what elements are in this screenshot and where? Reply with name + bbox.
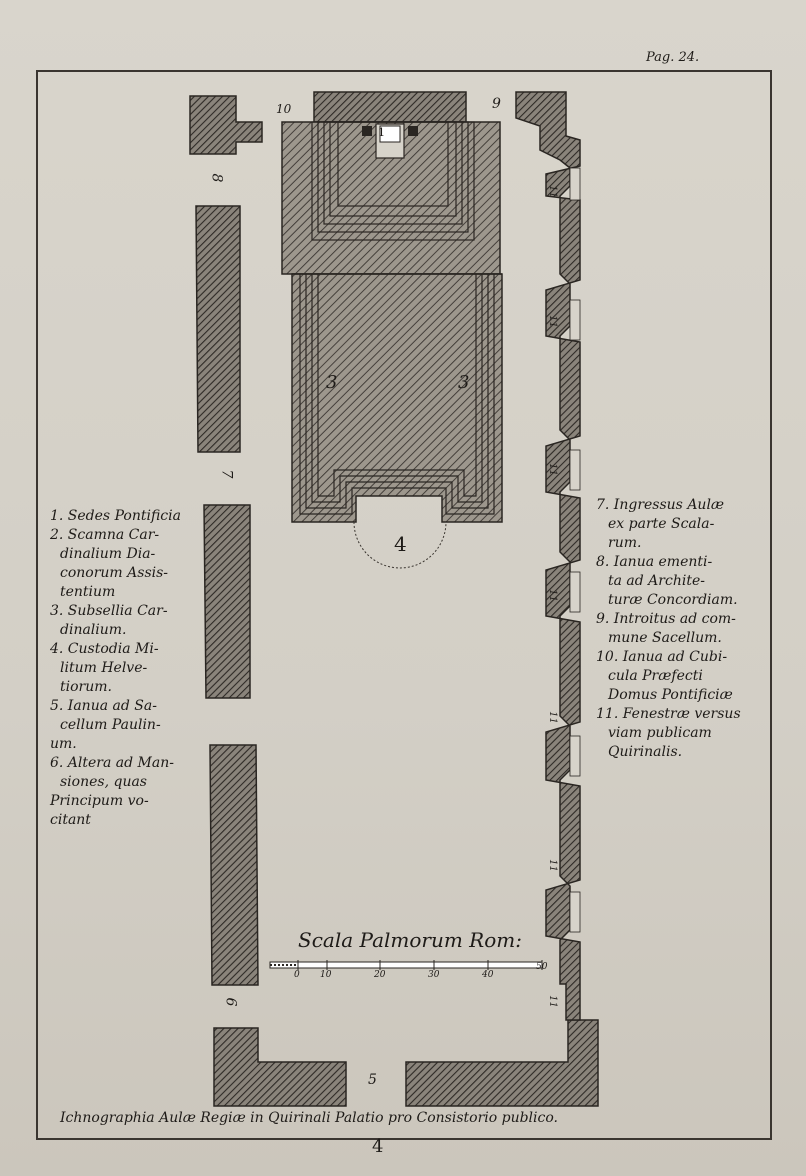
legend-left-line: conorum Assis- (60, 565, 169, 581)
plan-label-3a: 3 (326, 372, 338, 393)
legend-right-line: mune Sacellum. (608, 630, 722, 646)
plan-label-7: 7 (218, 469, 235, 479)
plan-label-5: 5 (368, 1072, 377, 1088)
plan-label-9: 9 (492, 96, 501, 112)
plan-label-1: 1 (378, 126, 385, 139)
window-1 (569, 167, 581, 201)
scale-title: Scala Palmorum Rom: (298, 928, 522, 952)
window-2 (569, 299, 581, 341)
legend-right-line: 11. Fenestræ versus (596, 706, 741, 722)
window-6 (569, 891, 581, 933)
legend-left-line: dinalium Dia- (60, 546, 156, 562)
plan-label-4: 4 (394, 532, 407, 556)
legend-left-line: um. (50, 736, 77, 752)
legend-left-line: citant (50, 812, 91, 828)
legend-right-line: 9. Introitus ad com- (596, 611, 736, 627)
wall-right (515, 91, 581, 1021)
legend-left-line: 2. Scamna Car- (50, 527, 160, 543)
legend-left-line: 6. Altera ad Man- (50, 755, 174, 771)
legend-left-line: 5. Ianua ad Sa- (50, 698, 157, 714)
legend-right-line: 8. Ianua ementi- (596, 554, 713, 570)
plan-label-6: 6 (222, 997, 239, 1007)
scale-tick: 0 (294, 970, 300, 980)
guard-arc (353, 521, 447, 569)
central-hall (291, 273, 503, 523)
legend-right-line: viam publicam (608, 725, 712, 741)
legend-right-line: ta ad Archite- (608, 573, 705, 589)
legend-left-line: tiorum. (60, 679, 112, 695)
wall-left-upper (195, 205, 241, 453)
legend-left-line: 4. Custodia Mi- (50, 641, 159, 657)
legend-right-line: 7. Ingressus Aulæ (596, 497, 725, 513)
legend-left-line: tentium (60, 584, 116, 600)
page-number-label: Pag. 24. (646, 50, 700, 65)
plan-label-8: 8 (208, 173, 225, 183)
engraving-plate-border (36, 70, 772, 1140)
legend-left-line: cellum Paulin- (60, 717, 161, 733)
plate-caption: Ichnographia Aulæ Regiæ in Quirinali Pal… (60, 1110, 558, 1126)
legend-right-line: 10. Ianua ad Cubi- (596, 649, 728, 665)
wall-left-lower (209, 744, 259, 986)
plan-label-11-c: 11 (546, 463, 558, 476)
wall-left-middle (203, 504, 251, 699)
wall-top-left-pier (189, 95, 263, 155)
legend-right-line: Domus Pontificiæ (608, 687, 733, 703)
wall-bottom-right (405, 1019, 599, 1107)
scale-tick: 20 (374, 970, 386, 980)
bottom-page-number: 4 (372, 1136, 384, 1157)
legend-right-line: rum. (608, 535, 642, 551)
legend-left-line: litum Helve- (60, 660, 148, 676)
wall-bottom-left (213, 1027, 347, 1107)
plan-label-11-f: 11 (546, 859, 558, 872)
wall-top-center (313, 91, 467, 123)
plan-label-11-a: 11 (546, 185, 558, 198)
window-4 (569, 571, 581, 613)
legend-left-line: dinalium. (60, 622, 127, 638)
legend-right-line: cula Præfecti (608, 668, 703, 684)
scale-tick: 40 (482, 970, 494, 980)
legend-right-line: Quirinalis. (608, 744, 683, 760)
scale-tick: 10 (320, 970, 332, 980)
plan-label-11-e: 11 (546, 711, 558, 724)
legend-right-line: ex parte Scala- (608, 516, 715, 532)
legend-left-line: 3. Subsellia Car- (50, 603, 168, 619)
legend-left-line: Principum vo- (50, 793, 149, 809)
window-3 (569, 449, 581, 491)
legend-left: 1. Sedes Pontificia 2. Scamna Car- dinal… (50, 507, 210, 830)
plan-label-11-b: 11 (546, 315, 558, 328)
legend-right-line: turæ Concordiam. (608, 592, 738, 608)
window-5 (569, 735, 581, 777)
legend-left-line: siones, quas (60, 774, 147, 790)
scale-tick: 50 (536, 962, 548, 972)
legend-right: 7. Ingressus Aulæ ex parte Scala- rum. 8… (596, 496, 766, 762)
scale-tick: 30 (428, 970, 440, 980)
scale-bar (269, 961, 543, 969)
plan-label-3b: 3 (458, 372, 470, 393)
plan-label-10: 10 (276, 102, 292, 116)
legend-left-line: 1. Sedes Pontificia (50, 508, 181, 524)
plan-label-11-g: 11 (546, 995, 558, 1008)
plan-label-11-d: 11 (546, 589, 558, 602)
